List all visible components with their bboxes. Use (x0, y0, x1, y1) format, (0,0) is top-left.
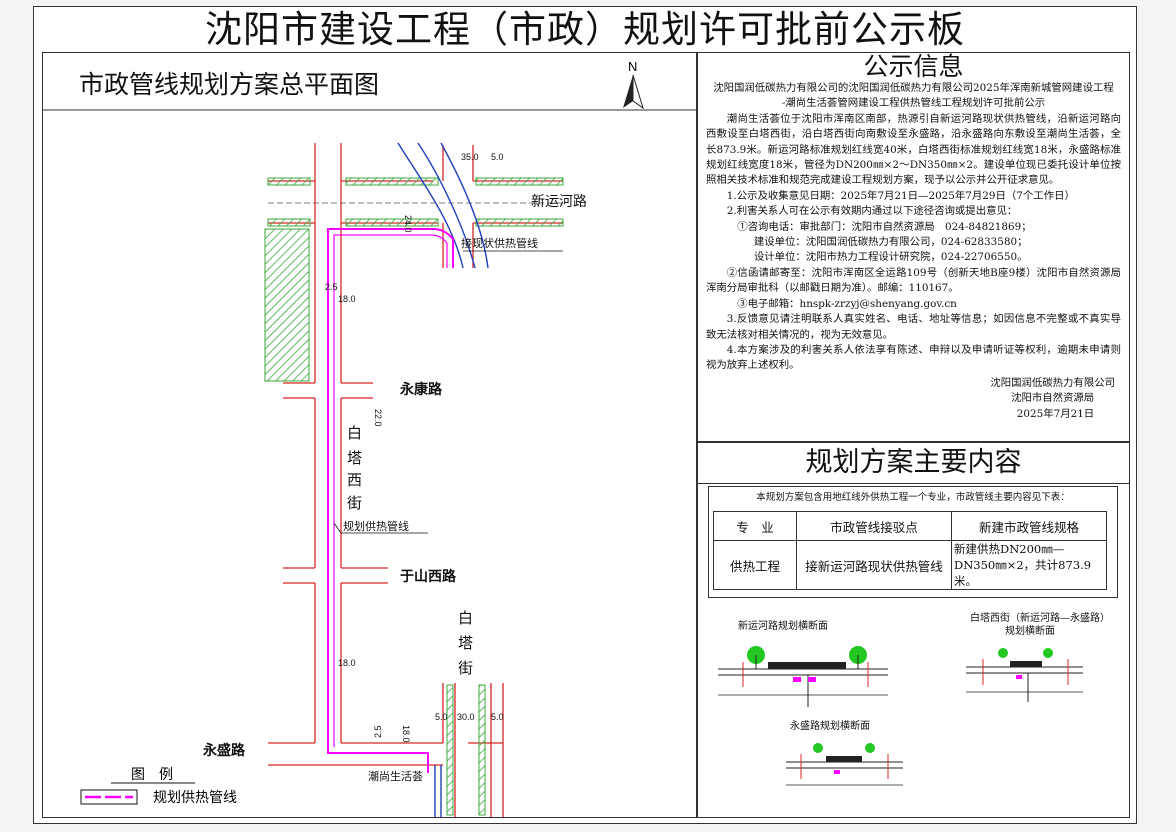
legend: 图 例 规划供热管线 (80, 767, 237, 806)
dim-22: 22.0 (373, 409, 383, 427)
project-title-line2: -潮尚生活荟管网建设工程供热管线工程规划许可批前公示 (781, 97, 1046, 110)
project-description: 潮尚生活荟位于沈阳市浑南区南部，热源引自新运河路现状供热管线，沿新运河路向西敷设… (706, 112, 1121, 187)
project-title-line1: 沈阳国润低碳热力有限公司的沈阳国润低碳热力有限公司2025年浑南新城管网建设工程 (713, 82, 1114, 94)
dim-bottom-c: 5.0 (491, 712, 504, 722)
notice-item-2: 2.利害关系人可在公示有效期内通过以下途径咨询或提出意见： (726, 205, 1018, 218)
section-yongsheng-title: 永盛路规划横断面 (790, 719, 870, 732)
plan-table-box: 本规划方案包含用地红线外供热工程一个专业，市政管线主要内容见下表： 专 业 市政… (708, 486, 1118, 598)
label-planned-pipe: 规划供热管线 (343, 519, 409, 533)
road-baita-3: 街 (458, 659, 473, 677)
road-baitaxi-4: 街 (347, 494, 362, 512)
road-yongkang: 永康路 (399, 381, 443, 398)
contact-phone-3: 设计单位：沈阳市热力工程设计研究院，024-22706550。 (753, 251, 1028, 264)
board-title: 沈阳市建设工程（市政）规划许可批前公示板 (205, 8, 965, 51)
notice-item-3: 3.反馈意见请注明联系人真实姓名、电话、地址等信息；如因信息不完整或不真实导致无… (706, 313, 1121, 341)
section-baitaxi-drawing (966, 648, 1083, 702)
label-existing-pipe: 接现状供热管线 (461, 236, 538, 250)
road-yushanxi: 于山西路 (400, 568, 457, 585)
cross-sections: 新运河路规划横断面 白塔西街（新运河路—永盛路） 规划横断面 永盛路规划横断面 (718, 611, 1110, 786)
contact-email: ③电子邮箱：hnspk-zrzyj@shenyang.gov.cn (737, 297, 957, 310)
road-baita-1: 白 (458, 609, 473, 627)
site-plan-map: N (43, 59, 696, 817)
info-body: 沈阳国润低碳热力有限公司的沈阳国润低碳热力有限公司2025年浑南新城管网建设工程… (698, 81, 1129, 422)
notice-info-panel: 公示信息 沈阳国润低碳热力有限公司的沈阳国润低碳热力有限公司2025年浑南新城管… (697, 52, 1130, 442)
north-arrow-icon: N (623, 59, 644, 110)
contact-phone-1: ①咨询电话：审批部门：沈阳市自然资源局 024-84821869； (737, 220, 1032, 233)
existing-pipe-lines (397, 142, 489, 817)
plan-content-panel: 规划方案主要内容 本规划方案包含用地红线外供热工程一个专业，市政管线主要内容见下… (697, 442, 1130, 818)
dim-18b: 18.0 (338, 658, 356, 668)
legend-label: 规划供热管线 (153, 790, 237, 806)
plan-table: 专 业 市政管线接驳点 新建市政管线规格 供热工程 接新运河路现状供热管线 新建… (713, 511, 1107, 590)
section-xinyunhe-drawing (718, 646, 888, 707)
road-baitaxi-2: 塔 (347, 449, 362, 467)
dim-18c: 18.0 (401, 725, 411, 743)
dim-top: 35.0 (461, 152, 479, 162)
dim-18a: 18.0 (338, 294, 356, 304)
notice-board: 沈阳市建设工程（市政）规划许可批前公示板 N (33, 6, 1137, 824)
label-site: 潮尚生活荟 (368, 769, 423, 783)
dim-bottom-a: 5.0 (435, 712, 448, 722)
dim-2-5a: 2.5 (325, 282, 338, 292)
signature-company: 沈阳国润低碳热力有限公司 (990, 376, 1115, 389)
plan-note: 本规划方案包含用地红线外供热工程一个专业，市政管线主要内容见下表： (756, 492, 1070, 503)
dim-bottom-b: 30.0 (457, 712, 475, 722)
section-yongsheng-drawing (786, 743, 903, 786)
planned-pipe-route (327, 228, 454, 773)
section-xinyunhe-title: 新运河路规划横断面 (738, 619, 828, 632)
plan-cell-connection: 接新运河路现状供热管线 (796, 540, 952, 590)
legend-title: 图 例 (131, 767, 173, 783)
dim-24: 24.0 (403, 215, 413, 233)
road-yongsheng: 永盛路 (202, 742, 246, 759)
info-heading: 公示信息 (863, 52, 964, 81)
plan-header-discipline: 专 业 (713, 511, 797, 541)
contact-mail: ②信函请邮寄至：沈阳市浑南区全运路109号（创新天地B座9楼）沈阳市自然资源局浑… (706, 266, 1121, 295)
dim-top-s: 5.0 (491, 152, 504, 162)
road-baitaxi-1: 白 (347, 424, 362, 442)
north-label: N (628, 59, 637, 74)
dim-2-5b: 2.5 (373, 725, 383, 738)
road-baitaxi-3: 西 (347, 471, 362, 489)
signature-date: 2025年7月21日 (1016, 407, 1095, 420)
map-title: 市政管线规划方案总平面图 (79, 70, 380, 99)
notice-item-1: 1.公示及收集意见日期：2025年7月21日—2025年7月29日（7个工作日） (726, 189, 1075, 202)
site-plan-panel: N (42, 52, 697, 818)
road-baita-2: 塔 (458, 634, 473, 652)
section-baitaxi-title-b: 规划横断面 (1005, 624, 1055, 637)
plan-heading: 规划方案主要内容 (698, 442, 1129, 484)
signature-bureau: 沈阳市自然资源局 (1011, 392, 1095, 405)
green-belts (264, 177, 564, 816)
road-xinyunhe: 新运河路 (531, 194, 587, 210)
plan-header-connection: 市政管线接驳点 (796, 511, 952, 541)
notice-item-4: 4.本方案涉及的利害关系人依法享有陈述、申辩以及申请听证等权利，逾期未申请则视为… (706, 343, 1121, 372)
plan-cell-discipline: 供热工程 (713, 540, 797, 590)
contact-phone-2: 建设单位：沈阳国润低碳热力有限公司，024-62833580； (753, 236, 1028, 249)
plan-header-spec: 新建市政管线规格 (951, 511, 1107, 541)
plan-cell-spec: 新建供热DN200㎜—DN350㎜×2，共计873.9米。 (951, 540, 1107, 590)
section-baitaxi-title-a: 白塔西街（新运河路—永盛路） (970, 611, 1110, 624)
